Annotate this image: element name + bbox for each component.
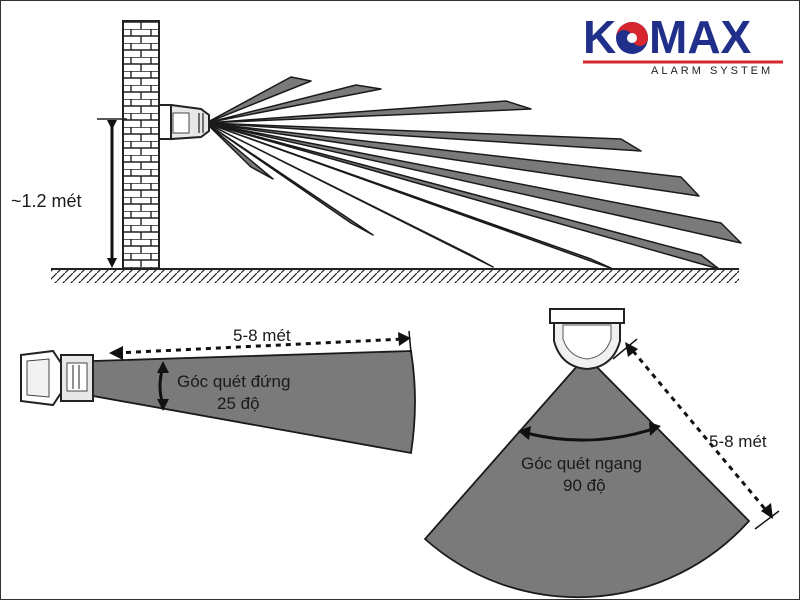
height-label: ~1.2 mét bbox=[11, 191, 82, 211]
ground-hatch bbox=[51, 269, 739, 283]
vertical-angle-value: 25 độ bbox=[217, 394, 260, 413]
logo-letters-max: MAX bbox=[649, 11, 752, 63]
logo-swirl-icon bbox=[616, 22, 648, 54]
horizontal-angle-arrow-right bbox=[649, 422, 661, 436]
pir-sensor-top-icon bbox=[549, 308, 625, 371]
side-range-arrow-right bbox=[398, 332, 411, 346]
mounting-side-scene: ~1.2 mét bbox=[11, 20, 742, 283]
pir-sensor-side-icon bbox=[158, 103, 210, 141]
top-range-tick-top bbox=[612, 338, 638, 360]
horizontal-angle-arc bbox=[525, 427, 654, 442]
top-range-label: 5-8 mét bbox=[709, 432, 767, 451]
horizontal-angle-value: 90 độ bbox=[563, 476, 606, 495]
horizontal-sweep-view: 5-8 mét Góc quét ngang 90 độ bbox=[423, 308, 780, 599]
top-range-arrow-bottom bbox=[761, 503, 773, 519]
logo-tagline: ALARM SYSTEM bbox=[651, 65, 773, 77]
side-range-label: 5-8 mét bbox=[233, 326, 291, 345]
vertical-angle-arrow-top bbox=[157, 361, 169, 373]
logo-letter-k: K bbox=[583, 11, 616, 63]
detection-beams bbox=[205, 76, 742, 270]
horizontal-angle-title: Góc quét ngang bbox=[521, 454, 642, 473]
side-range-arrow-left bbox=[109, 346, 123, 360]
horizontal-angle-arrow-left bbox=[518, 426, 531, 440]
pir-sensor-front-icon bbox=[20, 349, 94, 407]
vertical-angle-title: Góc quét đứng bbox=[177, 372, 290, 391]
side-range-dashed-line bbox=[115, 337, 404, 355]
top-range-tick-bottom bbox=[754, 510, 780, 530]
komax-logo: K MAX ALARM SYSTEM bbox=[583, 11, 783, 77]
side-range-end-tick bbox=[408, 330, 412, 354]
brick-wall bbox=[122, 20, 160, 270]
horizontal-sweep-beam bbox=[423, 354, 751, 599]
vertical-sweep-beam bbox=[92, 350, 416, 455]
top-range-dashed-line bbox=[631, 350, 767, 510]
vertical-angle-arrow-bottom bbox=[157, 399, 169, 411]
vertical-sweep-view: 5-8 mét Góc quét đứng 25 độ bbox=[20, 326, 416, 455]
